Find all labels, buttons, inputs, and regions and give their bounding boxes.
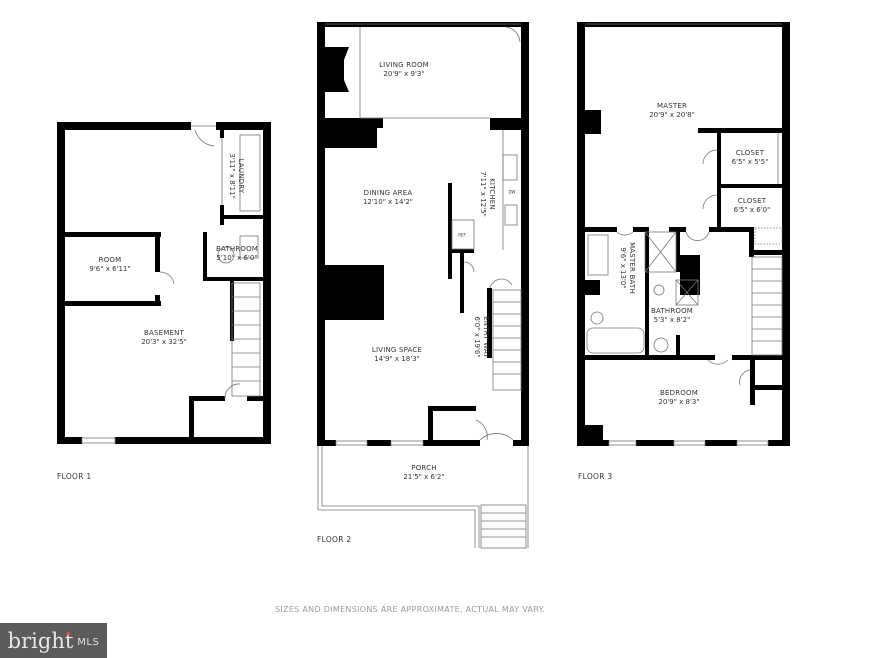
logo-suffix: MLS [77, 637, 100, 648]
room-label-closet-2: CLOSET 6'5" x 6'0" [733, 197, 771, 214]
room-label-porch: PORCH 21'5" x 6'2" [403, 464, 445, 481]
room-label-kitchen: KITCHEN 7'11" x 12'5" [479, 171, 496, 217]
floor-2-walls [317, 22, 529, 446]
appliance-dw: DW [508, 189, 516, 195]
room-label-living-space: LIVING SPACE 14'9" x 18'3" [371, 346, 423, 363]
floor-3-label: FLOOR 3 [578, 472, 613, 481]
room-label-laundry: LAUNDRY 3'11" x 8'11" [228, 153, 245, 199]
room-label-entry-way: ENTRY WAY 6'0" x 19'6" [473, 316, 490, 358]
disclaimer-text: SIZES AND DIMENSIONS ARE APPROXIMATE, AC… [275, 605, 546, 614]
logo-brand: bright✦ [7, 628, 74, 653]
room-label-closet-1: CLOSET 6'5" x 5'5" [731, 149, 769, 166]
room-label-living-room: LIVING ROOM 20'9" x 9'3" [379, 61, 429, 78]
floor-3-walls [577, 22, 790, 446]
room-label-bedroom: BEDROOM 20'9" x 8'3" [658, 389, 700, 406]
room-label-basement: BASEMENT 20'3" x 32'5" [141, 329, 187, 346]
floor-2-label: FLOOR 2 [317, 535, 352, 544]
room-label-master-bath: MASTER BATH 9'6" x 13'0" [619, 242, 636, 294]
room-label-master: MASTER 20'9" x 20'8" [649, 102, 695, 119]
room-label-bathroom-floor3: BATHROOM 5'3" x 8'2" [650, 307, 694, 324]
bright-mls-logo: bright✦ MLS [0, 623, 107, 658]
appliance-ref: REF [458, 232, 466, 238]
logo-spark-icon: ✦ [64, 629, 73, 640]
floor-1-label: FLOOR 1 [57, 472, 92, 481]
room-label-bathroom-floor1: BATHROOM 5'10" x 6'0" [215, 245, 259, 262]
room-label-dining-area: DINING AREA 12'10" x 14'2" [362, 189, 414, 206]
room-label-room: ROOM 9'6" x 6'11" [89, 256, 131, 273]
